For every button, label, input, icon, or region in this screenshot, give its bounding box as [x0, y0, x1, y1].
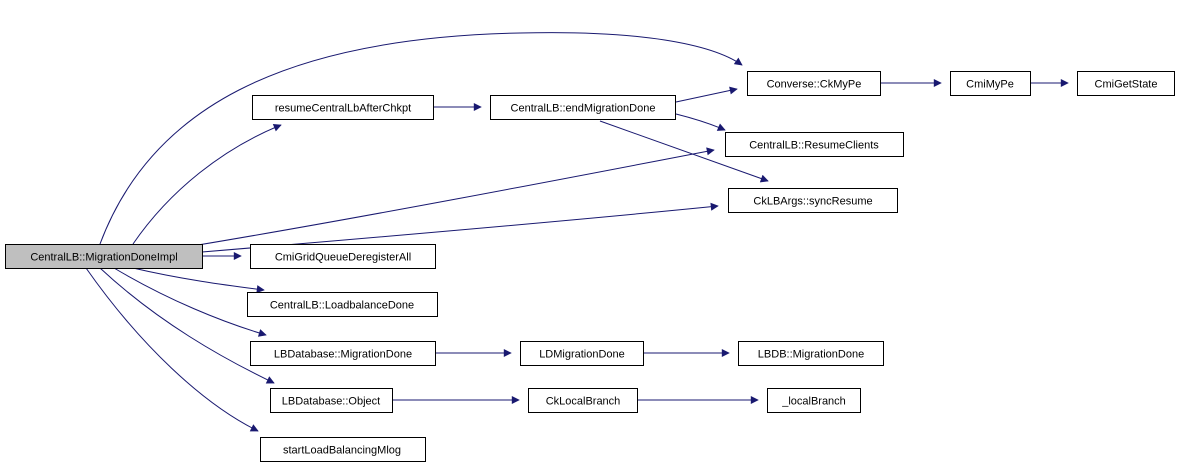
edge-endmigrationdone-converse-ckmype [675, 86, 738, 103]
node-converse-ckmype[interactable]: Converse::CkMyPe [747, 71, 881, 96]
node-label: CmiGridQueueDeregisterAll [275, 252, 411, 264]
edge-migrationdoneimpl-startloadbalancingmlog [85, 267, 259, 432]
node-box [728, 188, 898, 213]
node-box [528, 388, 638, 413]
node-centrallb-resumeclients[interactable]: CentralLB::ResumeClients [725, 132, 904, 157]
edges [85, 32, 1069, 432]
edge-migrationdoneimpl-loadbalancedone [132, 267, 265, 294]
node-box [250, 341, 436, 366]
node-label: startLoadBalancingMlog [283, 445, 401, 457]
edge-endmigrationdone-resumeclients [675, 113, 726, 131]
node-localbranch[interactable]: _localBranch [767, 388, 861, 413]
node-lbdatabase-object[interactable]: LBDatabase::Object [270, 388, 393, 413]
node-cmigridqueuederegisterall[interactable]: CmiGridQueueDeregisterAll [250, 244, 436, 269]
node-label: LBDB::MigrationDone [758, 349, 864, 361]
node-label: Converse::CkMyPe [767, 79, 862, 91]
node-box [950, 71, 1031, 96]
node-centrallb-migrationdoneimpl[interactable]: CentralLB::MigrationDoneImpl [5, 244, 203, 269]
edge-migrationdoneimpl-lbdatabasemigrationdone [113, 267, 267, 337]
edge-migrationdoneimpl-lbdatabaseobject [99, 267, 275, 384]
node-box [5, 244, 203, 269]
node-box [738, 341, 884, 366]
node-label: CkLocalBranch [546, 396, 621, 408]
node-box [767, 388, 861, 413]
node-lbdatabase-migrationdone[interactable]: LBDatabase::MigrationDone [250, 341, 436, 366]
node-label: CentralLB::ResumeClients [749, 140, 879, 152]
node-label: LDMigrationDone [539, 349, 625, 361]
node-lbdb-migrationdone[interactable]: LBDB::MigrationDone [738, 341, 884, 366]
node-ldmigrationdone[interactable]: LDMigrationDone [520, 341, 644, 366]
node-cklbargs-syncresume[interactable]: CkLBArgs::syncResume [728, 188, 898, 213]
node-startloadbalancingmlog[interactable]: startLoadBalancingMlog [260, 437, 426, 462]
node-label: CkLBArgs::syncResume [753, 196, 872, 208]
node-label: CmiGetState [1095, 79, 1158, 91]
edge-migrationdoneimpl-resumeclients [197, 147, 715, 246]
node-box [725, 132, 904, 157]
node-box [250, 244, 436, 269]
node-cmimype[interactable]: CmiMyPe [950, 71, 1031, 96]
node-label: LBDatabase::Object [282, 396, 380, 408]
node-cmigetstate[interactable]: CmiGetState [1077, 71, 1175, 96]
node-resumecentrallbafterchkpt[interactable]: resumeCentralLbAfterChkpt [252, 95, 434, 120]
node-label: CentralLB::endMigrationDone [511, 103, 656, 115]
node-label: resumeCentralLbAfterChkpt [275, 103, 411, 115]
node-label: _localBranch [781, 396, 846, 408]
edge-migrationdoneimpl-converse-ckmype [99, 32, 743, 245]
node-box [260, 437, 426, 462]
edge-endmigrationdone-syncresume [599, 120, 769, 183]
node-label: LBDatabase::MigrationDone [274, 349, 412, 361]
node-label: CmiMyPe [966, 79, 1014, 91]
node-centrallb-endmigrationdone[interactable]: CentralLB::endMigrationDone [490, 95, 676, 120]
node-box [247, 292, 438, 317]
node-box [747, 71, 881, 96]
node-box [490, 95, 676, 120]
node-box [520, 341, 644, 366]
node-label: CentralLB::MigrationDoneImpl [30, 252, 177, 264]
node-box [1077, 71, 1175, 96]
node-cklocalbranch[interactable]: CkLocalBranch [528, 388, 638, 413]
node-centrallb-loadbalancedone[interactable]: CentralLB::LoadbalanceDone [247, 292, 438, 317]
edge-migrationdoneimpl-resumecentrallbafterchkpt [132, 123, 282, 245]
node-label: CentralLB::LoadbalanceDone [270, 300, 414, 312]
node-box [252, 95, 434, 120]
node-box [270, 388, 393, 413]
